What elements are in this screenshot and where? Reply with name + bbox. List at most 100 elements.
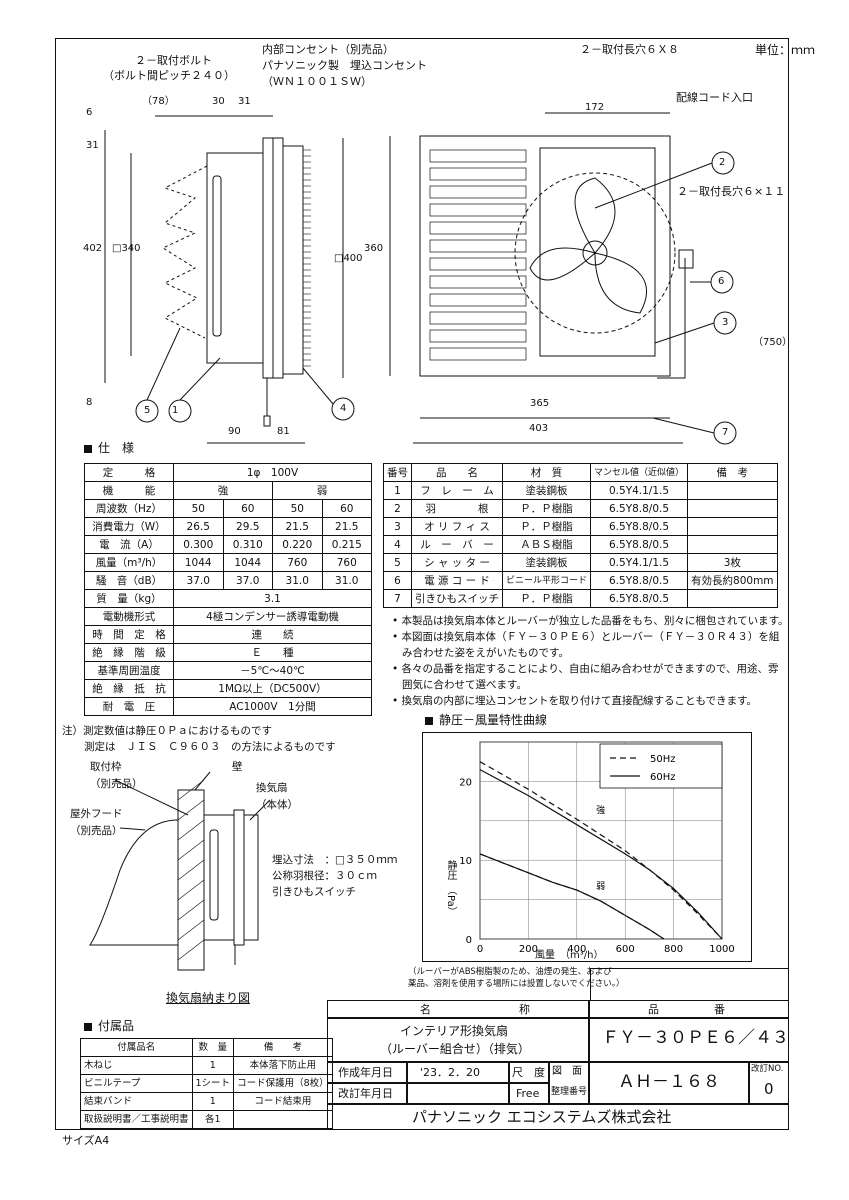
part-header: 品 番 xyxy=(648,1003,725,1016)
drawing-label-2: 整理番号 xyxy=(551,1087,588,1097)
spec-note-1: 注）測定数値は静圧０Ｐａにおけるものです xyxy=(62,725,272,737)
install-spec-1: 埋込寸法 ：□３５０ｍｍ xyxy=(272,854,398,866)
dim-78: （78） xyxy=(142,96,175,107)
drawing-number: ＡＨ－１６８ xyxy=(618,1072,720,1092)
dim-365: 365 xyxy=(530,398,550,409)
fan-label: 換気扇 xyxy=(256,782,288,794)
product-name-2: （ルーバー組合せ）（排気） xyxy=(380,1042,530,1056)
wall-label: 壁 xyxy=(232,761,243,773)
series-line-50Hz-強 xyxy=(479,761,723,940)
bullet-2: • 本図面は換気扇本体（ＦＹ－３０ＰＥ６）とルーバー（ＦＹ－３０Ｒ４３）を組 xyxy=(392,631,780,643)
callout-3: 3 xyxy=(722,317,729,328)
bolt-label: ２－取付ボルト xyxy=(135,54,212,67)
x-tick-label: 200 xyxy=(519,944,538,955)
bullet-4: • 換気扇の内部に埋込コンセントを取り付けて直接配線することもできます。 xyxy=(392,695,758,707)
pressure-flow-chart: 0 200 400 600 800 1000 0 10 20 強弱 50Hz 60Hz xyxy=(459,741,735,955)
bullet-3: • 各々の品番を指定することにより、自由に組み合わせができますので、用途、雰 xyxy=(392,663,779,675)
dim-340: □340 xyxy=(112,243,141,254)
revised-label: 改訂年月日 xyxy=(338,1087,393,1100)
x-tick-label: 800 xyxy=(664,944,683,955)
bullet-3b: 囲気に合わせて選べます。 xyxy=(402,679,527,691)
slot-top-label: ２－取付長穴６Ｘ８ xyxy=(580,43,679,56)
legend-label-50hz: 50Hz xyxy=(650,754,676,765)
callout-7: 7 xyxy=(722,427,729,438)
dim-31v: 31 xyxy=(86,140,99,151)
dim-90: 90 xyxy=(228,426,241,437)
chart-ylabel: 静圧 （Pa） xyxy=(445,860,456,917)
chart-border xyxy=(422,732,752,962)
chart-title: 静圧－風量特性曲線 xyxy=(425,714,547,726)
callout-6: 6 xyxy=(718,276,725,287)
install-caption: 換気扇納まり図 xyxy=(166,991,251,1005)
legend-box xyxy=(599,743,723,789)
annotation-weak: 弱 xyxy=(596,881,605,892)
fan-drawing xyxy=(104,112,737,445)
dim-360: 360 xyxy=(364,243,384,254)
louver-front xyxy=(419,135,671,377)
install-spec-2: 公称羽根径：３０ｃｍ xyxy=(272,870,377,882)
frame-label: 取付枠 xyxy=(90,761,122,773)
dim-402: 402 xyxy=(83,243,103,254)
chart-footnote-1: （ルーバーがABS樹脂製のため、油煙の発生、および xyxy=(408,967,612,977)
series-line-60Hz-弱 xyxy=(479,853,665,940)
bullet-2b: み合わせた姿をえがいたものです。 xyxy=(402,647,569,659)
callout-1: 1 xyxy=(172,405,179,416)
drawing-label: 図 面 xyxy=(552,1066,582,1077)
dim-6: 6 xyxy=(86,107,93,118)
accessories-heading: 付属品 xyxy=(84,1020,134,1032)
louver-body xyxy=(206,152,264,364)
spec-heading: 仕 様 xyxy=(84,442,134,454)
fan-sub-label: （本体） xyxy=(256,799,298,811)
callout-5: 5 xyxy=(144,405,151,416)
install-spec-3: 引きひもスイッチ xyxy=(272,886,356,898)
size-label: サイズA4 xyxy=(62,1134,110,1147)
annotation-strong: 強 xyxy=(596,804,605,816)
y-tick-label: 20 xyxy=(459,777,472,788)
chart-footnote-2: 薬品、溶剤を使用する場所には設置しないでください。） xyxy=(408,979,625,989)
legend-label-60hz: 60Hz xyxy=(650,772,676,783)
scale-value: Free xyxy=(516,1087,540,1100)
dim-403: 403 xyxy=(529,423,549,434)
slot-right-label: ２－取付長穴６×１１ xyxy=(677,185,786,198)
install-drawing xyxy=(89,771,271,971)
dim-750: （750） xyxy=(753,337,793,348)
created-date: '23．2．20 xyxy=(420,1066,481,1079)
y-tick-label: 10 xyxy=(459,856,472,867)
rev-label: 改訂NO. xyxy=(751,1064,784,1074)
product-name-1: インテリア形換気扇 xyxy=(400,1024,509,1038)
x-tick-label: 1000 xyxy=(709,944,734,955)
hood-label: 屋外フード xyxy=(70,808,123,820)
frame-sub-label: （別売品） xyxy=(90,778,143,790)
x-tick-label: 600 xyxy=(616,944,635,955)
scale-label: 尺 度 xyxy=(512,1066,545,1079)
x-tick-label: 400 xyxy=(567,944,586,955)
bullet-1: • 本製品は換気扇本体とルーバーが独立した品番をもち、別々に梱包されています。 xyxy=(392,615,789,627)
series-line-50Hz-弱 xyxy=(479,853,665,940)
bolt-pitch-label: （ボルト間ピッチ２４０） xyxy=(103,69,235,82)
name-header: 名 称 xyxy=(420,1003,530,1016)
rev-number: 0 xyxy=(764,1080,774,1098)
dim-400: □400 xyxy=(334,253,363,264)
callout-2: 2 xyxy=(719,157,726,168)
chart-xlabel: 風量 （m³/h） xyxy=(535,950,604,961)
series-line-60Hz-強 xyxy=(479,769,723,940)
outlet-model: （ＷＮ１００１ＳＷ） xyxy=(262,75,372,88)
dim-81: 81 xyxy=(277,426,290,437)
y-tick-label: 0 xyxy=(466,935,472,946)
hood-sub-label: （別売品） xyxy=(70,825,123,837)
dim-31: 31 xyxy=(238,96,251,107)
dim-8: 8 xyxy=(86,397,93,408)
x-tick-label: 0 xyxy=(477,944,483,955)
company-name: パナソニック エコシステムズ株式会社 xyxy=(412,1108,672,1126)
outlet-maker: パナソニック製 埋込コンセント xyxy=(262,59,427,72)
dim-30: 30 xyxy=(212,96,225,107)
dim-172: 172 xyxy=(585,102,605,113)
cord-entry-label: 配線コード入口 xyxy=(676,91,753,104)
outlet-title: 内部コンセント（別売品） xyxy=(262,43,394,56)
unit-label: 単位：ｍｍ xyxy=(755,43,816,57)
callout-4: 4 xyxy=(340,403,347,414)
part-number: ＦＹ－３０ＰＥ６／４３ xyxy=(602,1028,789,1048)
